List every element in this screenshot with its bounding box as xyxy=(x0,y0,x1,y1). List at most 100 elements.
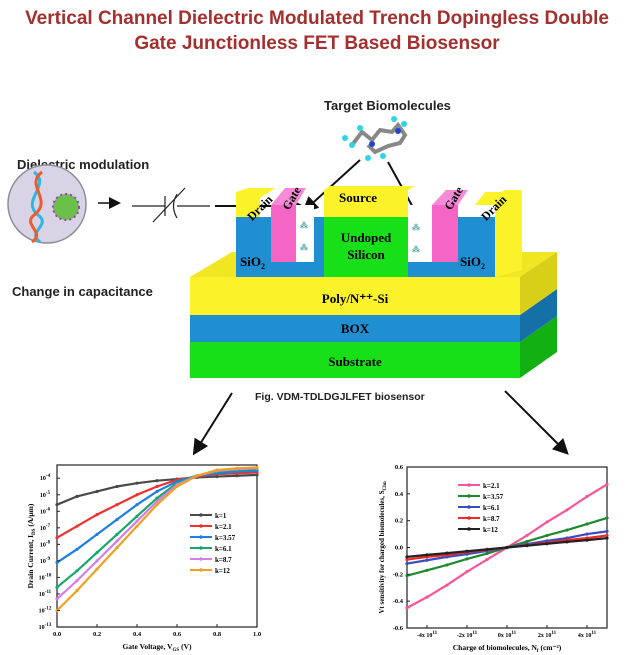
data-point xyxy=(405,574,409,578)
x-tick-label: 0.0 xyxy=(53,631,61,638)
data-point xyxy=(135,481,139,485)
data-point xyxy=(565,528,569,532)
data-point xyxy=(55,503,59,507)
legend-marker xyxy=(199,568,203,572)
label-sub: GS xyxy=(173,648,180,653)
label-part: 10 xyxy=(40,559,46,565)
title: Vertical Channel Dielectric Modulated Tr… xyxy=(0,6,634,56)
data-point xyxy=(565,508,569,512)
data-point xyxy=(135,493,139,497)
legend-marker xyxy=(199,535,203,539)
data-point xyxy=(405,606,409,610)
legend-label: k=3.57 xyxy=(483,493,504,501)
data-point xyxy=(115,517,119,522)
data-point xyxy=(425,595,429,599)
label-part: 10 xyxy=(39,608,45,614)
data-point xyxy=(585,532,589,536)
label-part: (V) xyxy=(179,642,192,651)
data-point xyxy=(95,551,99,555)
label-part: Charge of biomolecules, N xyxy=(453,643,538,652)
data-point xyxy=(155,484,159,489)
data-point xyxy=(195,474,199,478)
legend-marker xyxy=(199,546,203,550)
data-point xyxy=(425,553,429,557)
data-point xyxy=(255,473,259,477)
legend-label: k=12 xyxy=(483,526,498,534)
data-point xyxy=(75,494,79,499)
data-point xyxy=(255,465,259,470)
y-tick-label: 10-13 xyxy=(39,623,52,631)
x-tick-label: 0.8 xyxy=(213,631,222,638)
svg-text:⁂: ⁂ xyxy=(300,220,308,230)
x-tick-label: 0.2 xyxy=(93,631,101,638)
legend-marker xyxy=(467,516,471,520)
y-tick-label: 10-12 xyxy=(39,606,52,614)
data-point xyxy=(425,558,429,562)
legend-label: k=2.1 xyxy=(483,482,500,490)
legend-label: k=2.1 xyxy=(215,523,232,531)
data-point xyxy=(75,547,79,551)
data-point xyxy=(95,559,99,563)
y-axis-label: Drain Current, IDS (A/μm) xyxy=(26,503,37,588)
target-biomolecules-label: Target Biomolecules xyxy=(324,98,451,113)
data-point xyxy=(135,524,139,528)
legend-marker xyxy=(467,527,471,531)
data-point xyxy=(75,569,79,573)
label-part: 10 xyxy=(40,526,46,532)
data-point xyxy=(585,522,589,526)
data-point xyxy=(95,567,99,571)
substrate-label: Substrate xyxy=(328,354,382,369)
legend-marker xyxy=(199,524,203,528)
data-point xyxy=(95,512,99,517)
legend-label: k=3.57 xyxy=(215,534,236,542)
undoped-label: Undoped xyxy=(341,230,392,245)
data-point xyxy=(75,589,79,593)
x-tick-label: 0x 1011 xyxy=(498,631,517,639)
dielectric-circle-icon xyxy=(7,164,87,244)
y-tick-label: -0.6 xyxy=(393,625,404,632)
data-point xyxy=(585,494,589,499)
label-sub: 11 xyxy=(472,631,477,636)
data-point xyxy=(75,579,79,583)
data-point xyxy=(215,474,219,479)
x-tick-label: 0.4 xyxy=(133,631,142,638)
box-label: BOX xyxy=(341,321,370,336)
data-point xyxy=(545,542,549,546)
label-part: -2x 10 xyxy=(457,633,473,639)
data-point xyxy=(585,538,589,542)
legend-marker xyxy=(199,513,203,517)
y-tick-label: 10-6 xyxy=(40,507,51,515)
x-axis-label: Charge of biomolecules, Nf (cm⁻²) xyxy=(453,643,562,654)
y-tick-label: -0.4 xyxy=(393,598,404,605)
y-tick-label: 10-7 xyxy=(40,524,51,532)
label-sub: -6 xyxy=(46,507,51,512)
arrow-icon xyxy=(302,159,361,213)
label-sub: -11 xyxy=(45,590,52,595)
data-point xyxy=(115,503,119,507)
label-sub: -4 xyxy=(46,474,51,479)
legend-label: k=8.7 xyxy=(483,515,500,523)
data-point xyxy=(235,474,239,478)
arrow-icon xyxy=(192,392,233,456)
label-sub: -9 xyxy=(46,557,51,562)
label-sub: -8 xyxy=(46,540,51,545)
data-point xyxy=(445,563,449,567)
label-part: 0x 10 xyxy=(498,633,512,639)
label-part: 10 xyxy=(40,509,46,515)
y-tick-label: 10-11 xyxy=(39,590,52,598)
label-part: 4x 10 xyxy=(578,633,592,639)
data-point xyxy=(525,533,529,538)
title-line-2: Gate Junctionless FET Based Biosensor xyxy=(134,33,500,54)
y-tick-label: 10-10 xyxy=(39,573,52,581)
data-point xyxy=(485,551,489,556)
change-capacitance-label: Change in capacitance xyxy=(12,284,153,299)
data-point xyxy=(605,536,609,540)
data-point xyxy=(75,524,79,528)
data-point xyxy=(545,520,549,524)
label-part: 10 xyxy=(39,592,45,598)
data-point xyxy=(565,540,569,544)
plot-frame xyxy=(56,464,258,628)
data-point xyxy=(605,516,609,520)
